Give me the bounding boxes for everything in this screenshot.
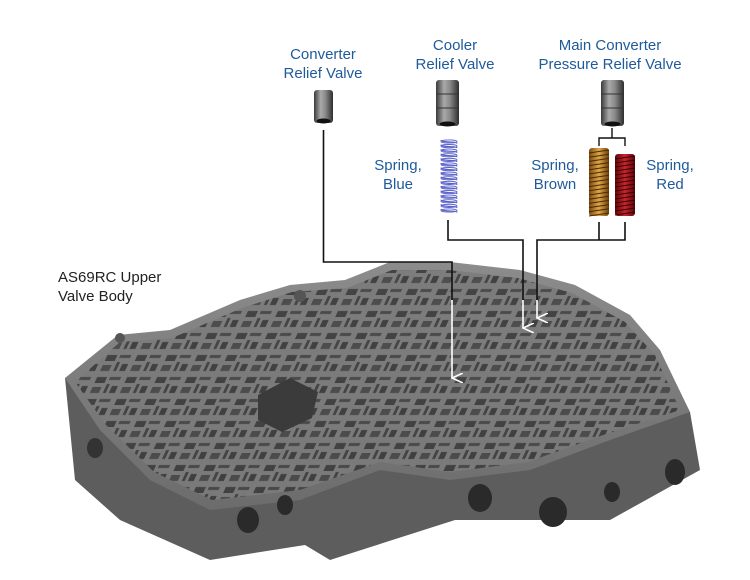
spring-coil — [440, 180, 458, 185]
spring-coil — [588, 212, 610, 217]
spring-coil — [440, 185, 458, 190]
spring-coil — [440, 176, 458, 181]
spring-coil — [588, 204, 610, 209]
spring-coil — [614, 191, 636, 196]
brown-spring — [588, 148, 610, 217]
spring-coil — [614, 211, 636, 216]
spring-coil — [588, 174, 610, 179]
spring-coil — [588, 199, 610, 204]
spring-coil — [588, 195, 610, 200]
port-hole — [604, 482, 620, 502]
spring-coil — [440, 208, 458, 213]
spring-coil — [440, 199, 458, 204]
port-hole — [665, 459, 685, 485]
blue-spring — [440, 139, 458, 214]
spring-coil — [588, 183, 610, 188]
main-converter-pressure-relief-valve-label: Main Converter Pressure Relief Valve — [538, 37, 682, 73]
spring-coil — [588, 191, 610, 196]
spring-coil — [614, 163, 636, 168]
port-hole — [539, 497, 567, 527]
spring-coil — [614, 171, 636, 176]
spring-coil — [614, 183, 636, 188]
spring-coil — [440, 157, 458, 162]
spring-coil — [614, 207, 636, 212]
spring-coil — [588, 153, 610, 158]
spring-coil — [440, 203, 458, 208]
pointer-arrows — [452, 300, 537, 378]
spring-coil — [440, 144, 458, 149]
spring-coil — [614, 167, 636, 172]
converter-relief-valve — [314, 90, 333, 124]
spring-coil — [440, 162, 458, 167]
spring-coil — [588, 178, 610, 183]
cooler-relief-valve — [436, 80, 459, 127]
spring-coil — [440, 194, 458, 199]
spring-coil — [614, 199, 636, 204]
spring-coil — [614, 195, 636, 200]
spring-coil — [614, 175, 636, 180]
leader-lines — [322, 128, 626, 300]
spring-coil — [588, 166, 610, 171]
spring-coil — [588, 208, 610, 213]
spring-coil — [588, 157, 610, 162]
spring-coil — [588, 149, 610, 154]
spring-coil — [614, 155, 636, 160]
upper-valve-body — [65, 262, 700, 560]
spring-coil — [588, 162, 610, 167]
spring-coil — [614, 159, 636, 164]
spring-blue-label: Spring, Blue — [374, 157, 422, 193]
spring-coil — [588, 187, 610, 192]
converter-relief-valve-label: Converter Relief Valve — [283, 46, 363, 82]
spring-red-label: Spring, Red — [646, 157, 694, 193]
port-hole — [87, 438, 103, 458]
diagram-title: AS69RC Upper Valve Body — [58, 269, 162, 305]
main-converter-pressure-relief-valve — [601, 80, 624, 127]
cooler-relief-valve-label: Cooler Relief Valve — [415, 37, 495, 73]
spring-coil — [614, 203, 636, 208]
port-hole — [468, 484, 492, 512]
spring-coil — [440, 139, 458, 144]
spring-coil — [440, 171, 458, 176]
spring-coil — [440, 153, 458, 158]
spring-coil — [614, 187, 636, 192]
red-spring — [614, 154, 636, 216]
spring-coil — [588, 170, 610, 175]
spring-coil — [440, 190, 458, 195]
spring-brown-label: Spring, Brown — [531, 157, 579, 193]
port-hole — [237, 507, 259, 533]
spring-coil — [614, 179, 636, 184]
port-hole — [277, 495, 293, 515]
spring-coil — [440, 167, 458, 172]
spring-coil — [440, 148, 458, 153]
